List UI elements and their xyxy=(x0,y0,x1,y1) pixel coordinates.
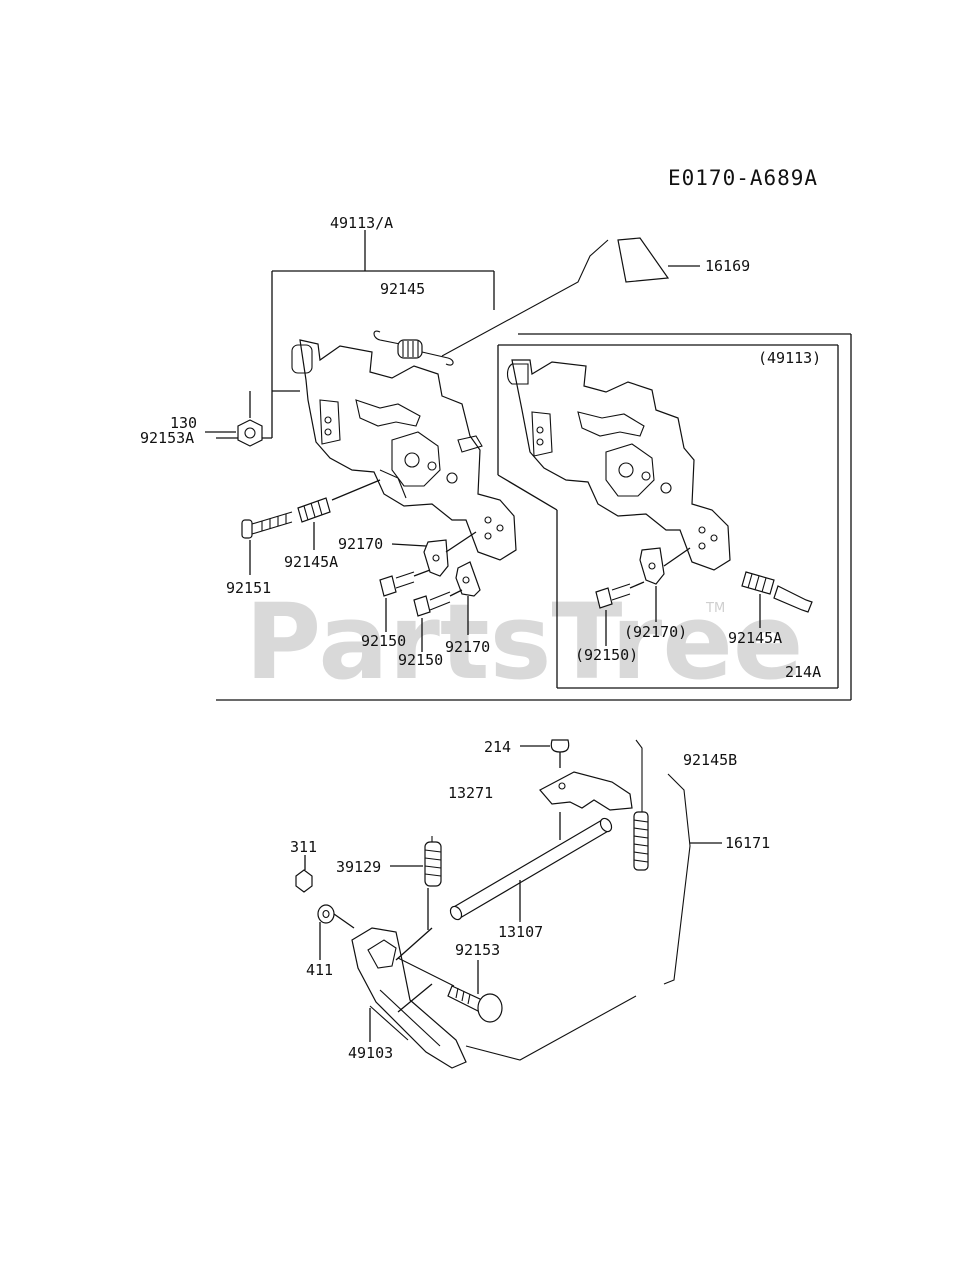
bolt-92150-b xyxy=(413,589,463,652)
label-92150-b: 92150 xyxy=(398,651,443,669)
screw-214 xyxy=(520,739,570,768)
clip-92170-inset xyxy=(639,547,691,622)
label-92150-inset: (92150) xyxy=(575,646,638,664)
label-92151: 92151 xyxy=(226,579,271,597)
control-plate-left xyxy=(291,339,517,561)
spring-39129 xyxy=(390,836,442,887)
bolt-92150-a xyxy=(379,569,431,632)
label-92153: 92153 xyxy=(455,941,500,959)
nut-311 xyxy=(295,855,313,893)
watermark-text: PartsTree xyxy=(245,581,803,703)
label-13271: 13271 xyxy=(448,784,493,802)
label-92145a-inset: 92145A xyxy=(728,629,782,647)
label-16171: 16171 xyxy=(725,834,770,852)
label-214: 214 xyxy=(484,738,511,756)
washer-411 xyxy=(317,904,355,960)
spring-92145 xyxy=(373,330,454,366)
label-92145b: 92145B xyxy=(683,751,737,769)
label-92170-inset: (92170) xyxy=(624,623,687,641)
watermark-trademark: TM xyxy=(705,601,725,616)
label-16169: 16169 xyxy=(705,257,750,275)
shaft-13107 xyxy=(449,817,613,922)
label-49113-inset: (49113) xyxy=(758,349,821,367)
bolt-92153 xyxy=(397,957,503,1023)
label-214a: 214A xyxy=(785,663,821,681)
bolt-92150-inset xyxy=(595,581,645,646)
spring-92145a-left xyxy=(297,479,381,550)
label-92153a: 92153A xyxy=(140,429,194,447)
lower-connect-lines xyxy=(427,888,637,1061)
rod-16171 xyxy=(663,773,722,985)
upper-assembly-frame xyxy=(216,230,852,701)
label-411: 411 xyxy=(306,961,333,979)
label-92170: 92170 xyxy=(338,535,383,553)
lever-49103 xyxy=(351,927,467,1069)
label-39129: 39129 xyxy=(336,858,381,876)
label-13107: 13107 xyxy=(498,923,543,941)
clip-92170-lower xyxy=(455,561,481,635)
diagram-code: E0170-A689A xyxy=(668,166,818,190)
clip-92170-upper xyxy=(391,531,477,577)
label-311: 311 xyxy=(290,838,317,856)
plate-13271 xyxy=(539,771,633,840)
bolt-92151 xyxy=(241,511,293,575)
nut-130 xyxy=(205,390,300,447)
rod-link-16169 xyxy=(441,237,700,357)
spring-92145b xyxy=(633,739,649,871)
label-49103: 49103 xyxy=(348,1044,393,1062)
label-92150-a: 92150 xyxy=(361,632,406,650)
label-92145a: 92145A xyxy=(284,553,338,571)
label-49113a: 49113/A xyxy=(330,214,393,232)
spring-92145a-inset xyxy=(741,571,813,628)
label-92145: 92145 xyxy=(380,280,425,298)
label-92170-b: 92170 xyxy=(445,638,490,656)
control-plate-inset xyxy=(506,359,731,571)
label-130: 130 xyxy=(170,414,197,432)
